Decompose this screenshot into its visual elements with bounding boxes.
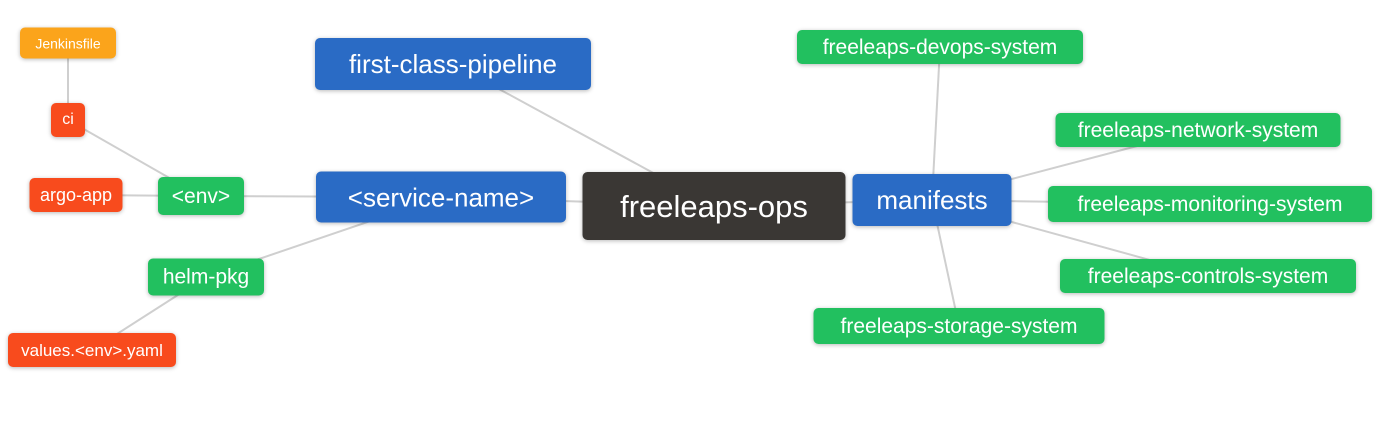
node-values-env-yaml[interactable]: values.<env>.yaml <box>8 333 176 367</box>
node-freeleaps-devops-system[interactable]: freeleaps-devops-system <box>797 30 1083 64</box>
node-service-name[interactable]: <service-name> <box>316 171 566 223</box>
node-jenkinsfile[interactable]: Jenkinsfile <box>20 27 116 59</box>
node-manifests[interactable]: manifests <box>852 174 1012 226</box>
node-first-class-pipeline[interactable]: first-class-pipeline <box>315 38 591 90</box>
node-freeleaps-network-system[interactable]: freeleaps-network-system <box>1055 113 1341 147</box>
node-freeleaps-controls-system[interactable]: freeleaps-controls-system <box>1060 259 1356 293</box>
node-helm-pkg[interactable]: helm-pkg <box>148 258 264 296</box>
node-argo-app[interactable]: argo-app <box>29 178 123 212</box>
node-ci[interactable]: ci <box>51 103 85 137</box>
node-freeleaps-ops[interactable]: freeleaps-ops <box>582 172 846 240</box>
node-freeleaps-storage-system[interactable]: freeleaps-storage-system <box>813 308 1105 344</box>
node-env[interactable]: <env> <box>158 177 244 215</box>
node-freeleaps-monitoring-system[interactable]: freeleaps-monitoring-system <box>1048 186 1372 222</box>
